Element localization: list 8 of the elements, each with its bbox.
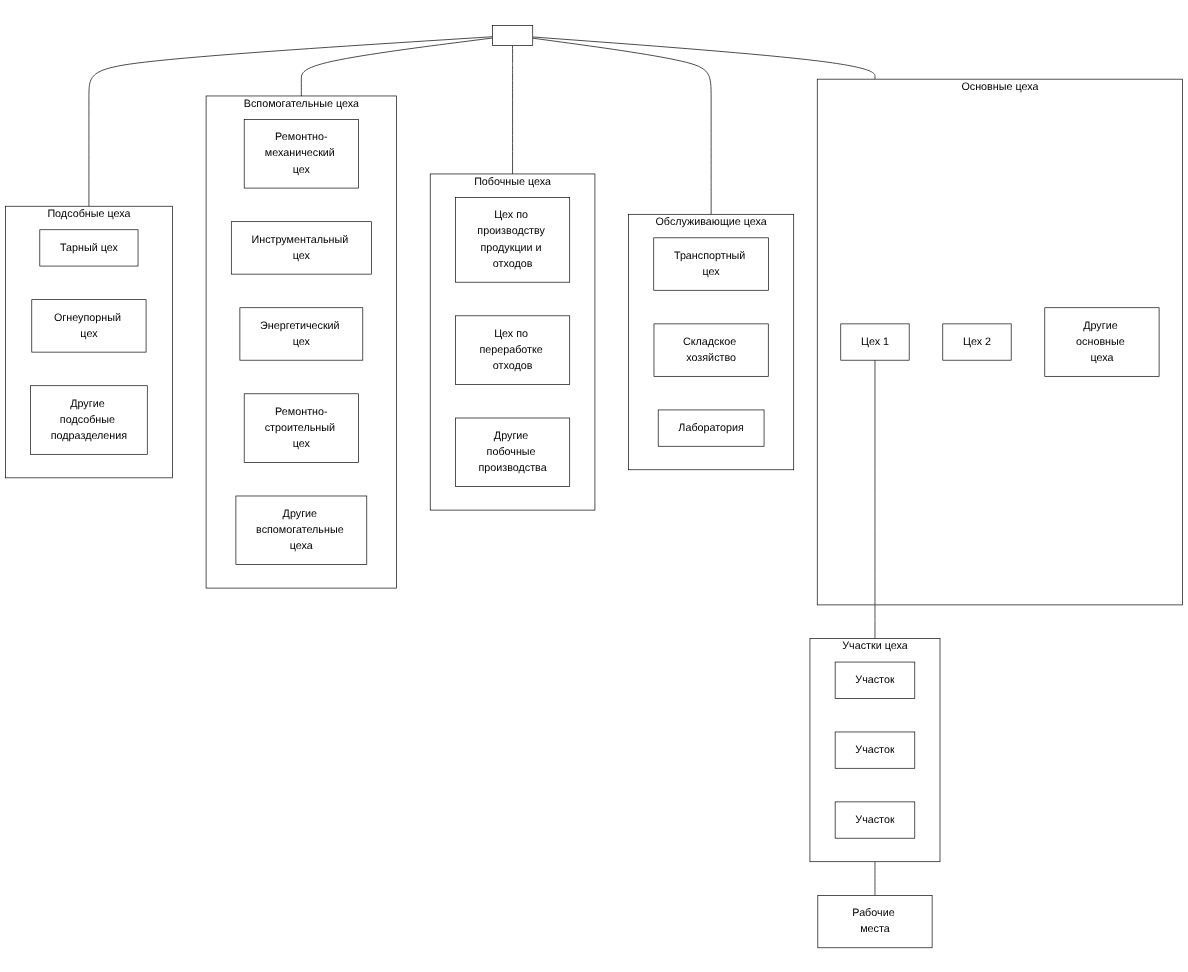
connector [512,44,513,174]
connector [532,37,712,215]
node-box [492,24,534,46]
connector [532,35,876,79]
connector [88,35,493,207]
connector [300,37,493,96]
connector [874,860,876,896]
connector [874,359,876,639]
